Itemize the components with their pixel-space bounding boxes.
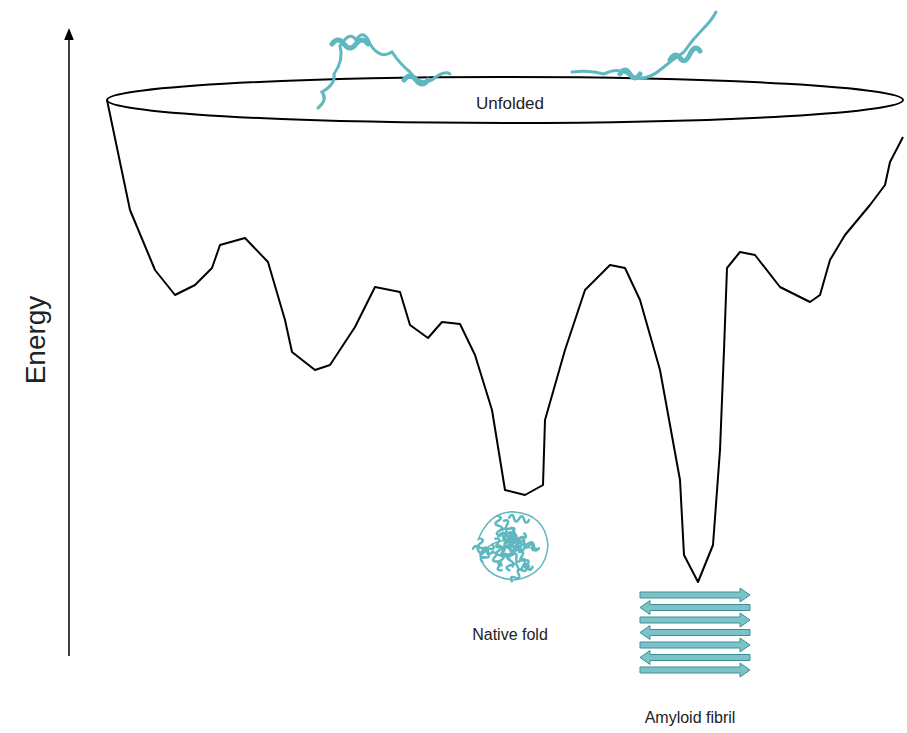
state-label: Native fold [472,626,548,644]
state-label: Unfolded [472,94,548,114]
native-fold-protein [473,512,548,583]
amyloid-fibril-strands [640,588,750,677]
funnel-profile [107,100,903,582]
axis-label: Energy [20,296,52,385]
energy-axis [68,34,70,656]
funnel-rim [107,77,903,123]
state-label: Amyloid fibril [645,709,736,727]
